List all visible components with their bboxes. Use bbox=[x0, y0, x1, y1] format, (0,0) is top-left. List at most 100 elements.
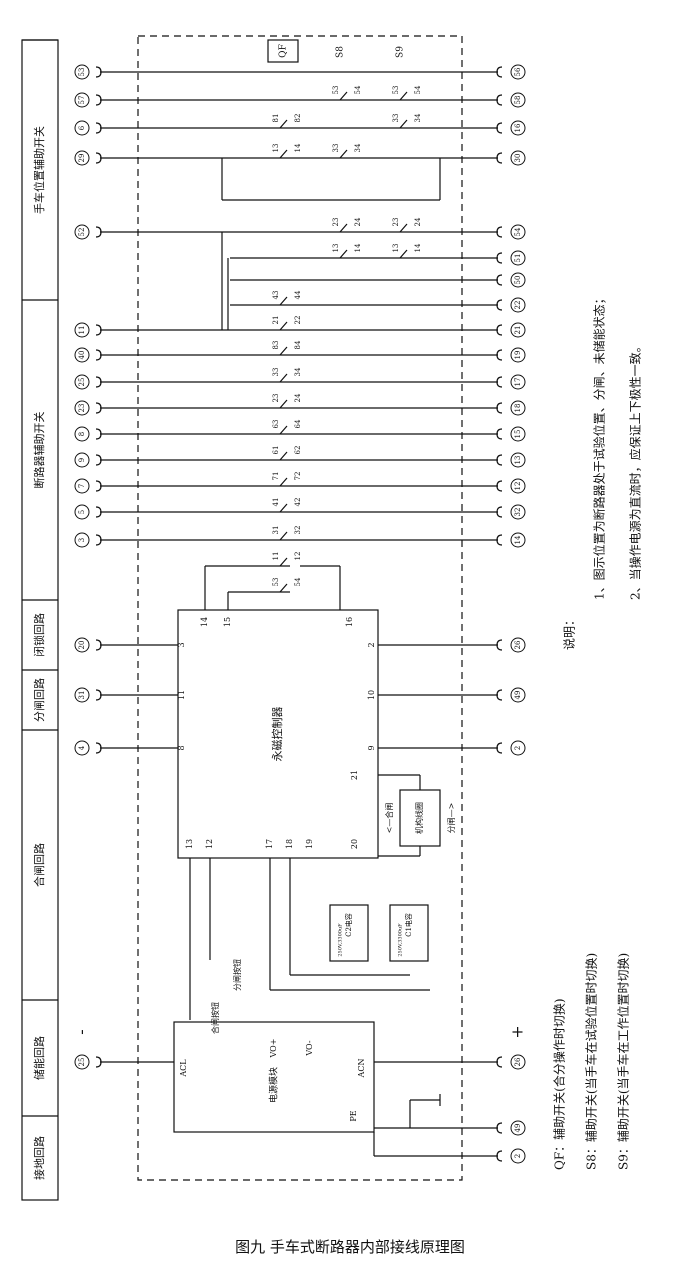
right-socket bbox=[496, 1122, 503, 1134]
qf-contact-8-b: 24 bbox=[294, 393, 302, 402]
qf-contact-0-blade bbox=[339, 223, 348, 233]
right-terminal-2: 16 bbox=[514, 123, 522, 132]
right-socket bbox=[496, 324, 503, 336]
left-terminal-14: 7 bbox=[78, 484, 86, 488]
left-terminal-4: 52 bbox=[78, 228, 86, 237]
right-terminal-17: 26 bbox=[514, 640, 522, 649]
coil-open-arrow: 分闸—> bbox=[447, 803, 456, 834]
right-socket bbox=[496, 274, 503, 286]
controller-title: 永磁控制器 bbox=[270, 707, 284, 762]
left-terminal-15: 5 bbox=[78, 510, 86, 514]
right-terminal-10: 17 bbox=[514, 378, 522, 387]
left-socket bbox=[95, 454, 102, 466]
aux-contact-5-b: 34 bbox=[354, 143, 362, 152]
aux-contact-1-blade bbox=[399, 91, 408, 101]
qf-contact-5-b: 22 bbox=[294, 316, 302, 325]
terminal-circle bbox=[510, 740, 526, 756]
controller-pin-21: 21 bbox=[350, 770, 359, 780]
left-terminal-10: 25 bbox=[78, 378, 86, 387]
aux-contact-2-b: 82 bbox=[294, 114, 302, 123]
terminal-circle bbox=[74, 504, 90, 520]
qf-contact-3-blade bbox=[399, 249, 408, 259]
qf-contact-11-b: 72 bbox=[294, 472, 302, 481]
power-module-box bbox=[173, 1021, 375, 1133]
qf-contact-5-a: 21 bbox=[272, 316, 280, 325]
qf-contact-12-a: 41 bbox=[272, 498, 280, 507]
controller-box bbox=[177, 609, 379, 859]
right-socket bbox=[496, 639, 503, 651]
coil-close-arrow: <—合闸 bbox=[384, 803, 394, 834]
qf-contact-15-blade bbox=[279, 583, 288, 593]
qf-contact-9-blade bbox=[279, 425, 288, 435]
right-socket bbox=[496, 299, 503, 311]
qf-contact-6-a: 83 bbox=[272, 341, 280, 350]
cap-c2-label: C2电容 bbox=[344, 913, 353, 937]
qf-contact-2-b: 14 bbox=[354, 243, 362, 252]
qf-contact-7-blade bbox=[279, 373, 288, 383]
right-socket bbox=[496, 66, 503, 78]
section-label-2: 合闸回路 bbox=[32, 843, 46, 887]
qf-contact-7-b: 34 bbox=[294, 367, 302, 376]
qf-contact-3-a: 13 bbox=[392, 244, 400, 253]
qf-contact-1-blade bbox=[399, 223, 408, 233]
qf-contact-4-blade bbox=[279, 296, 288, 306]
right-terminal-0: 56 bbox=[514, 67, 522, 76]
note-2: 2、当操作电源为直流时，应保证上下极性一致。 bbox=[628, 340, 643, 600]
left-terminal-8: 11 bbox=[78, 326, 86, 335]
qf-contact-0-a: 23 bbox=[332, 218, 340, 227]
right-terminal-3: 30 bbox=[514, 154, 522, 163]
left-terminal-9: 40 bbox=[78, 351, 86, 360]
section-label-0: 接地回路 bbox=[33, 1136, 46, 1180]
left-socket bbox=[95, 324, 102, 336]
note-1: 1、图示位置为断路器处于试验位置、分闸、未储能状态； bbox=[592, 292, 607, 600]
right-socket bbox=[496, 454, 503, 466]
qf-contact-7-a: 33 bbox=[272, 368, 280, 377]
right-terminal-14: 12 bbox=[514, 482, 522, 491]
section-label-3: 分闸回路 bbox=[33, 678, 46, 722]
qf-contact-10-b: 62 bbox=[294, 446, 302, 455]
cap-c1-rating: 250V,3300uF bbox=[398, 923, 404, 957]
controller-pin-13: 13 bbox=[185, 839, 194, 849]
qf-contact-9-b: 64 bbox=[294, 419, 302, 428]
left-terminal-16: 3 bbox=[78, 538, 86, 542]
terminal-circle bbox=[74, 740, 90, 756]
right-terminal-13: 13 bbox=[514, 456, 522, 465]
qf-contact-1-b: 24 bbox=[414, 217, 422, 226]
section-label-1: 储能回路 bbox=[32, 1036, 46, 1080]
left-terminal-1: 57 bbox=[78, 96, 86, 105]
terminal-circle bbox=[74, 322, 90, 338]
terminal-circle bbox=[510, 64, 526, 80]
controller-pin-10: 10 bbox=[367, 690, 376, 700]
aux-contact-4-a: 13 bbox=[272, 144, 280, 153]
capacitor-c1 bbox=[389, 904, 429, 962]
qf-contact-3-b: 14 bbox=[414, 243, 422, 252]
aux-contact-4-blade bbox=[279, 149, 288, 159]
left-socket bbox=[95, 639, 102, 651]
qf-contact-13-b: 32 bbox=[294, 526, 302, 535]
terminal-circle bbox=[510, 374, 526, 390]
left-terminal-2: 6 bbox=[78, 125, 86, 130]
right-socket bbox=[496, 534, 503, 546]
power-module-title: 电源模块 bbox=[268, 1067, 280, 1103]
terminal-circle bbox=[510, 478, 526, 494]
left-socket bbox=[95, 402, 102, 414]
qf-contact-13-blade bbox=[279, 531, 288, 541]
controller-pin-2: 2 bbox=[367, 642, 376, 647]
terminal-circle bbox=[510, 400, 526, 416]
pm-pin-acl: ACL bbox=[179, 1059, 188, 1078]
qf-contact-8-a: 23 bbox=[272, 394, 280, 403]
controller-pin-17: 17 bbox=[265, 839, 274, 849]
right-socket bbox=[496, 252, 503, 264]
aux-contact-1-b: 54 bbox=[414, 85, 422, 94]
terminal-circle bbox=[74, 120, 90, 136]
enclosure-dashed bbox=[137, 35, 463, 1181]
qf-contact-2-blade bbox=[339, 249, 348, 259]
right-terminal-5: 51 bbox=[514, 254, 522, 263]
qf-contact-10-a: 61 bbox=[272, 446, 280, 455]
terminal-circle bbox=[510, 322, 526, 338]
section-label-4: 闭锁回路 bbox=[32, 613, 46, 657]
right-terminal-4: 54 bbox=[514, 227, 522, 236]
terminal-circle bbox=[510, 452, 526, 468]
terminal-circle bbox=[510, 297, 526, 313]
qf-contact-15-b: 54 bbox=[294, 577, 302, 586]
